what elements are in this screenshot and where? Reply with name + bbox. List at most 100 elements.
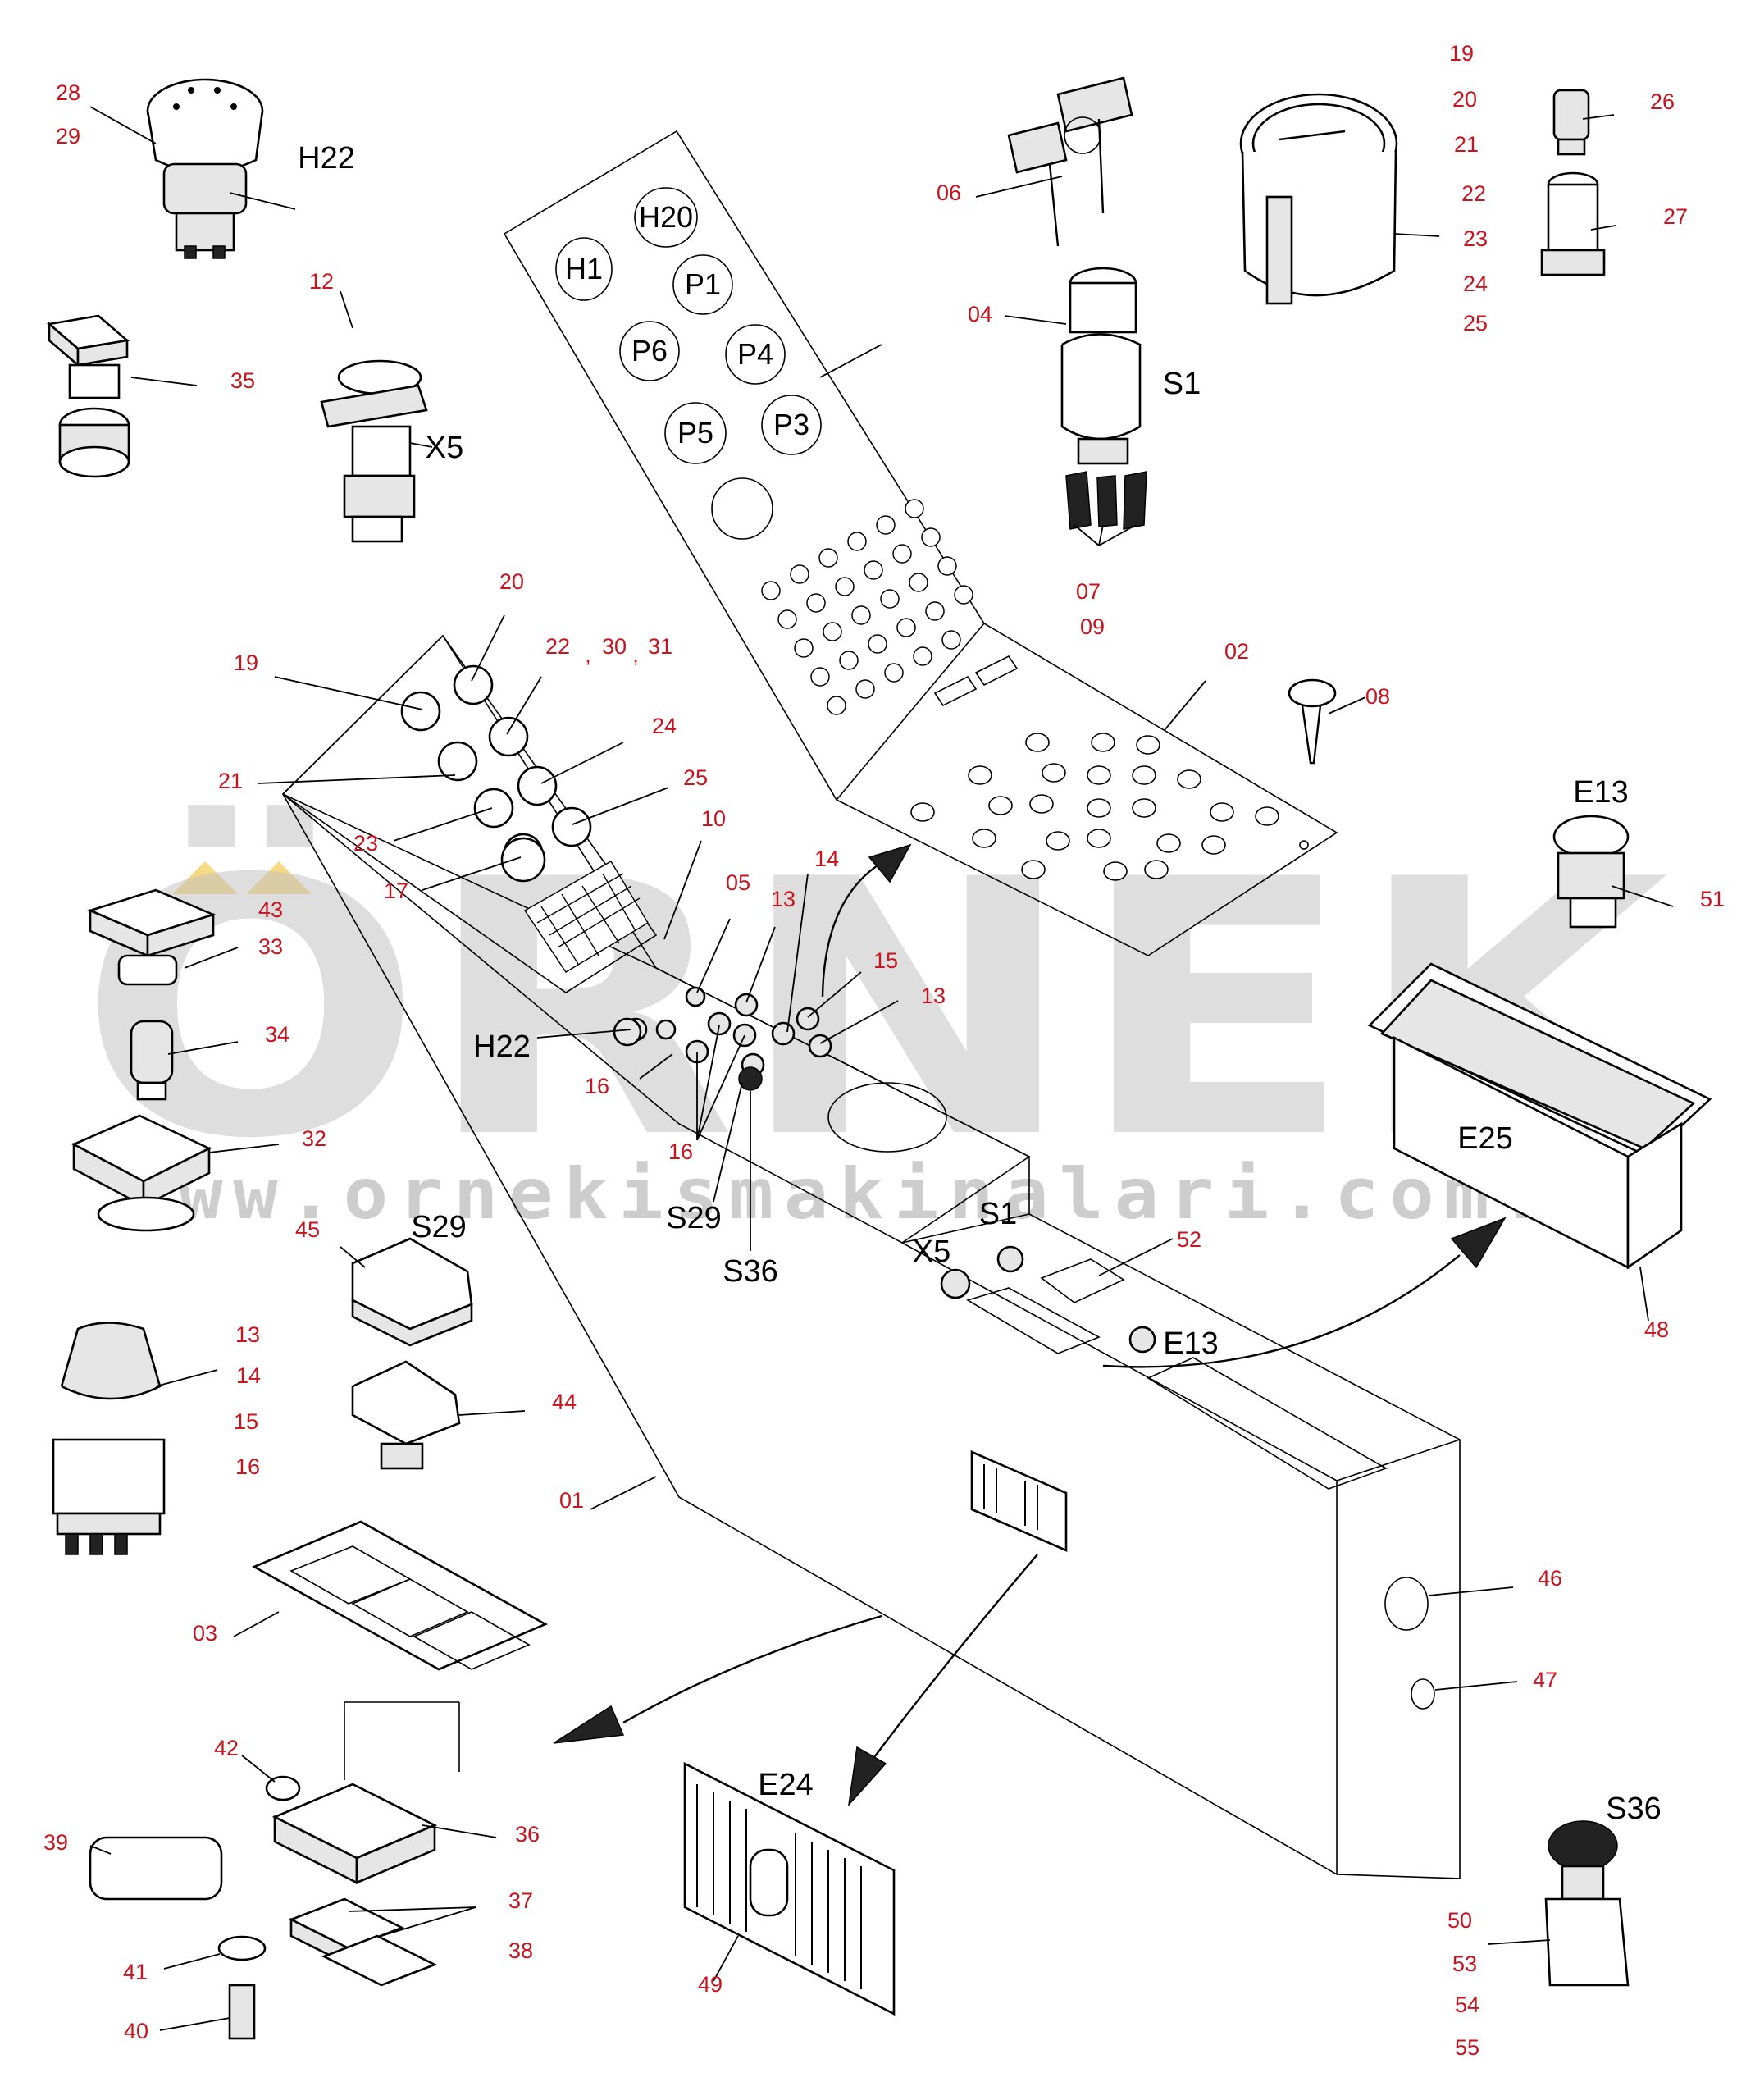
callout-15-b: 15 <box>234 1409 258 1434</box>
callout-43: 43 <box>258 897 283 922</box>
caption-s29-top: S29 <box>411 1210 467 1244</box>
callout-38: 38 <box>508 1938 533 1963</box>
e24-heatsink <box>683 1761 896 2016</box>
panel-label-p5: P5 <box>677 416 713 450</box>
caption-x5-top: X5 <box>426 431 463 465</box>
h22-indicator-lamp <box>146 78 264 259</box>
callout-08: 08 <box>1365 684 1390 709</box>
callout-16-c: 16 <box>235 1454 260 1479</box>
callout-25-mid: 25 <box>683 765 708 790</box>
small-module <box>970 1450 1068 1552</box>
callout-21-mid: 21 <box>218 769 243 793</box>
x5-socket <box>320 359 428 543</box>
panel-label-h1: H1 <box>565 252 603 285</box>
bezel-32 <box>71 1114 212 1232</box>
callout-48: 48 <box>1644 1317 1669 1342</box>
callout-13-b: 13 <box>921 984 946 1008</box>
callout-24-mid: 24 <box>652 714 677 738</box>
caption-e24: E24 <box>758 1768 814 1802</box>
callout-52: 52 <box>1177 1227 1201 1252</box>
caption-h22-mid: H22 <box>473 1029 531 1064</box>
warning-lamp-grid <box>524 861 649 973</box>
callout-02: 02 <box>1224 639 1249 664</box>
caption-x5-mid: X5 <box>913 1235 950 1269</box>
callout-14-b: 14 <box>236 1363 261 1388</box>
gauge-cluster <box>400 664 592 883</box>
callout-numbers: 28 29 35 12 06 04 07 09 19 20 21 22 23 2… <box>43 41 1725 2060</box>
panel-label-p4: P4 <box>737 337 773 371</box>
callout-04: 04 <box>968 302 992 326</box>
caption-e13-mid: E13 <box>1163 1326 1219 1361</box>
callout-37: 37 <box>508 1888 533 1913</box>
callout-27: 27 <box>1663 204 1688 229</box>
watermark-url: www.ornekismakinalari.com.tr <box>123 1153 1665 1235</box>
s36-push-button <box>1544 1820 1630 1987</box>
callout-47: 47 <box>1533 1668 1557 1692</box>
callout-16-a: 16 <box>585 1074 609 1098</box>
callout-51: 51 <box>1700 887 1725 911</box>
callout-55: 55 <box>1455 2035 1479 2060</box>
panel-label-p3: P3 <box>773 408 809 441</box>
callout-41: 41 <box>123 1960 148 1984</box>
callout-46: 46 <box>1538 1566 1562 1591</box>
callout-34: 34 <box>265 1022 289 1047</box>
callout-14-a: 14 <box>814 847 839 871</box>
callout-53: 53 <box>1452 1952 1477 1976</box>
callout-50: 50 <box>1447 1908 1472 1933</box>
callout-45: 45 <box>295 1217 320 1242</box>
callout-22-mid: 22 <box>545 634 570 659</box>
callout-54: 54 <box>1455 1993 1479 2017</box>
callout-comma-1: , <box>585 642 591 667</box>
callout-44: 44 <box>552 1390 577 1414</box>
callout-17: 17 <box>384 879 408 903</box>
panel-plate: H1 H20 P1 P6 P4 P5 P3 <box>503 130 1338 956</box>
callout-32: 32 <box>302 1126 326 1151</box>
callout-19-top: 19 <box>1449 41 1474 66</box>
screw-08 <box>1288 678 1337 765</box>
caption-e13-top: E13 <box>1573 775 1629 810</box>
callout-21-top: 21 <box>1454 132 1479 157</box>
caption-s1-top: S1 <box>1163 367 1201 401</box>
caption-s36-bottom: S36 <box>1606 1792 1662 1826</box>
callout-06: 06 <box>937 180 961 205</box>
lamp-34 <box>130 1020 174 1101</box>
callout-16-b: 16 <box>668 1139 693 1164</box>
s1-ignition-switch <box>1060 267 1147 530</box>
callout-23-mid: 23 <box>353 831 378 856</box>
caption-s29-mid: S29 <box>666 1201 722 1235</box>
connector-housing <box>89 1775 438 2040</box>
callout-26: 26 <box>1650 89 1675 114</box>
switch-cluster <box>613 986 1156 1354</box>
callout-24-top: 24 <box>1463 272 1488 296</box>
component-captions: H22 X5 S1 E13 E25 S29 H22 S29 S36 X5 S1 … <box>298 141 1662 1826</box>
callout-07: 07 <box>1076 579 1101 604</box>
callout-23-top: 23 <box>1463 226 1488 251</box>
callout-35: 35 <box>230 368 255 393</box>
lens-43-33 <box>87 888 217 986</box>
lens-cap-35 <box>47 314 130 478</box>
callout-12: 12 <box>309 269 334 294</box>
callout-29: 29 <box>56 124 80 148</box>
callout-36: 36 <box>515 1822 540 1847</box>
panel-label-h20: H20 <box>639 200 693 234</box>
callout-15-a: 15 <box>873 948 898 973</box>
callout-10: 10 <box>701 806 726 831</box>
caption-s1-mid: S1 <box>979 1197 1017 1231</box>
callout-25-top: 25 <box>1463 311 1488 336</box>
callout-31: 31 <box>648 634 672 659</box>
callout-22-top: 22 <box>1461 181 1486 206</box>
callout-09: 09 <box>1080 614 1105 639</box>
leader-lines <box>89 106 1674 2031</box>
instrument-gauge <box>1239 93 1398 305</box>
callout-40: 40 <box>124 2019 148 2043</box>
caption-e25: E25 <box>1457 1121 1513 1156</box>
arrows <box>553 843 1507 1807</box>
callout-42: 42 <box>214 1736 239 1760</box>
e25-unit <box>1367 962 1712 1270</box>
callout-30: 30 <box>602 634 627 659</box>
s29-rocker-switch <box>351 1237 473 1470</box>
caption-h22-top: H22 <box>298 141 355 176</box>
rotary-switch <box>52 1322 166 1555</box>
callout-05: 05 <box>726 870 750 895</box>
